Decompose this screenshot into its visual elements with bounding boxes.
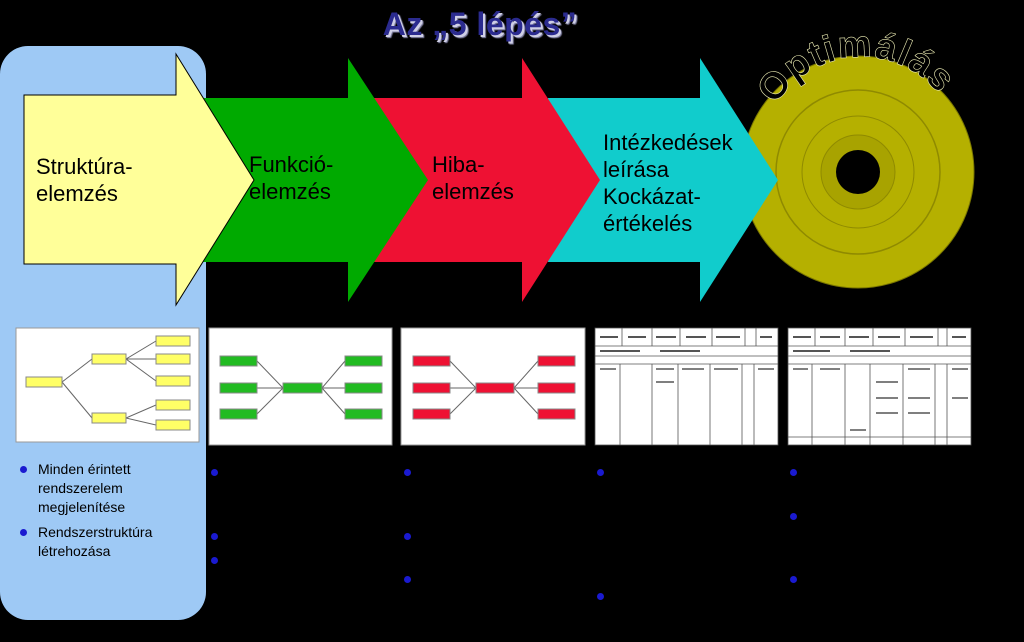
- failure-net-thumbnail: [400, 327, 586, 446]
- structure-tree-thumbnail: [15, 327, 200, 443]
- step-arrow-function: [200, 58, 428, 302]
- step-arrow-structure: [23, 52, 255, 307]
- step-label-function: Funkció- elemzés: [249, 151, 333, 205]
- step-label-failure: Hiba- elemzés: [432, 151, 514, 205]
- function-net-thumbnail: [208, 327, 393, 446]
- step-structure-text: Struktúra- elemzés: [36, 154, 133, 206]
- step-function-text: Funkció- elemzés: [249, 152, 334, 204]
- bullet-item: Rendszerstruktúra létrehozása: [16, 523, 201, 561]
- optimization-form-thumbnail: [787, 327, 972, 446]
- bullet-dot: [790, 469, 797, 476]
- step-failure-text: Hiba- elemzés: [432, 152, 514, 204]
- bullet-dot: [597, 469, 604, 476]
- bullet-dot: [790, 576, 797, 583]
- step-arrow-failure: [370, 58, 600, 302]
- bullet-dot: [597, 593, 604, 600]
- bullet-dot: [211, 469, 218, 476]
- step-label-actions: Intézkedések leírása Kockázat- értékelés: [603, 129, 733, 237]
- step-label-structure: Struktúra- elemzés: [36, 153, 133, 207]
- bullet-dot: [790, 513, 797, 520]
- structure-bullet-list: Minden érintett rendszerelem megjeleníté…: [16, 460, 201, 567]
- bullet-item: Minden érintett rendszerelem megjeleníté…: [16, 460, 201, 517]
- step-arrow-actions: [548, 58, 778, 302]
- actions-form-thumbnail: [594, 327, 779, 446]
- bullet-dot: [404, 576, 411, 583]
- page-title: Az „5 lépés”: [382, 6, 578, 42]
- bullet-dot: [211, 557, 218, 564]
- optimization-disc: Optimálás: [741, 23, 975, 289]
- bullet-dot: [211, 533, 218, 540]
- bullet-dot: [404, 533, 411, 540]
- step-actions-text: Intézkedések leírása Kockázat- értékelés: [603, 130, 733, 236]
- bullet-dot: [404, 469, 411, 476]
